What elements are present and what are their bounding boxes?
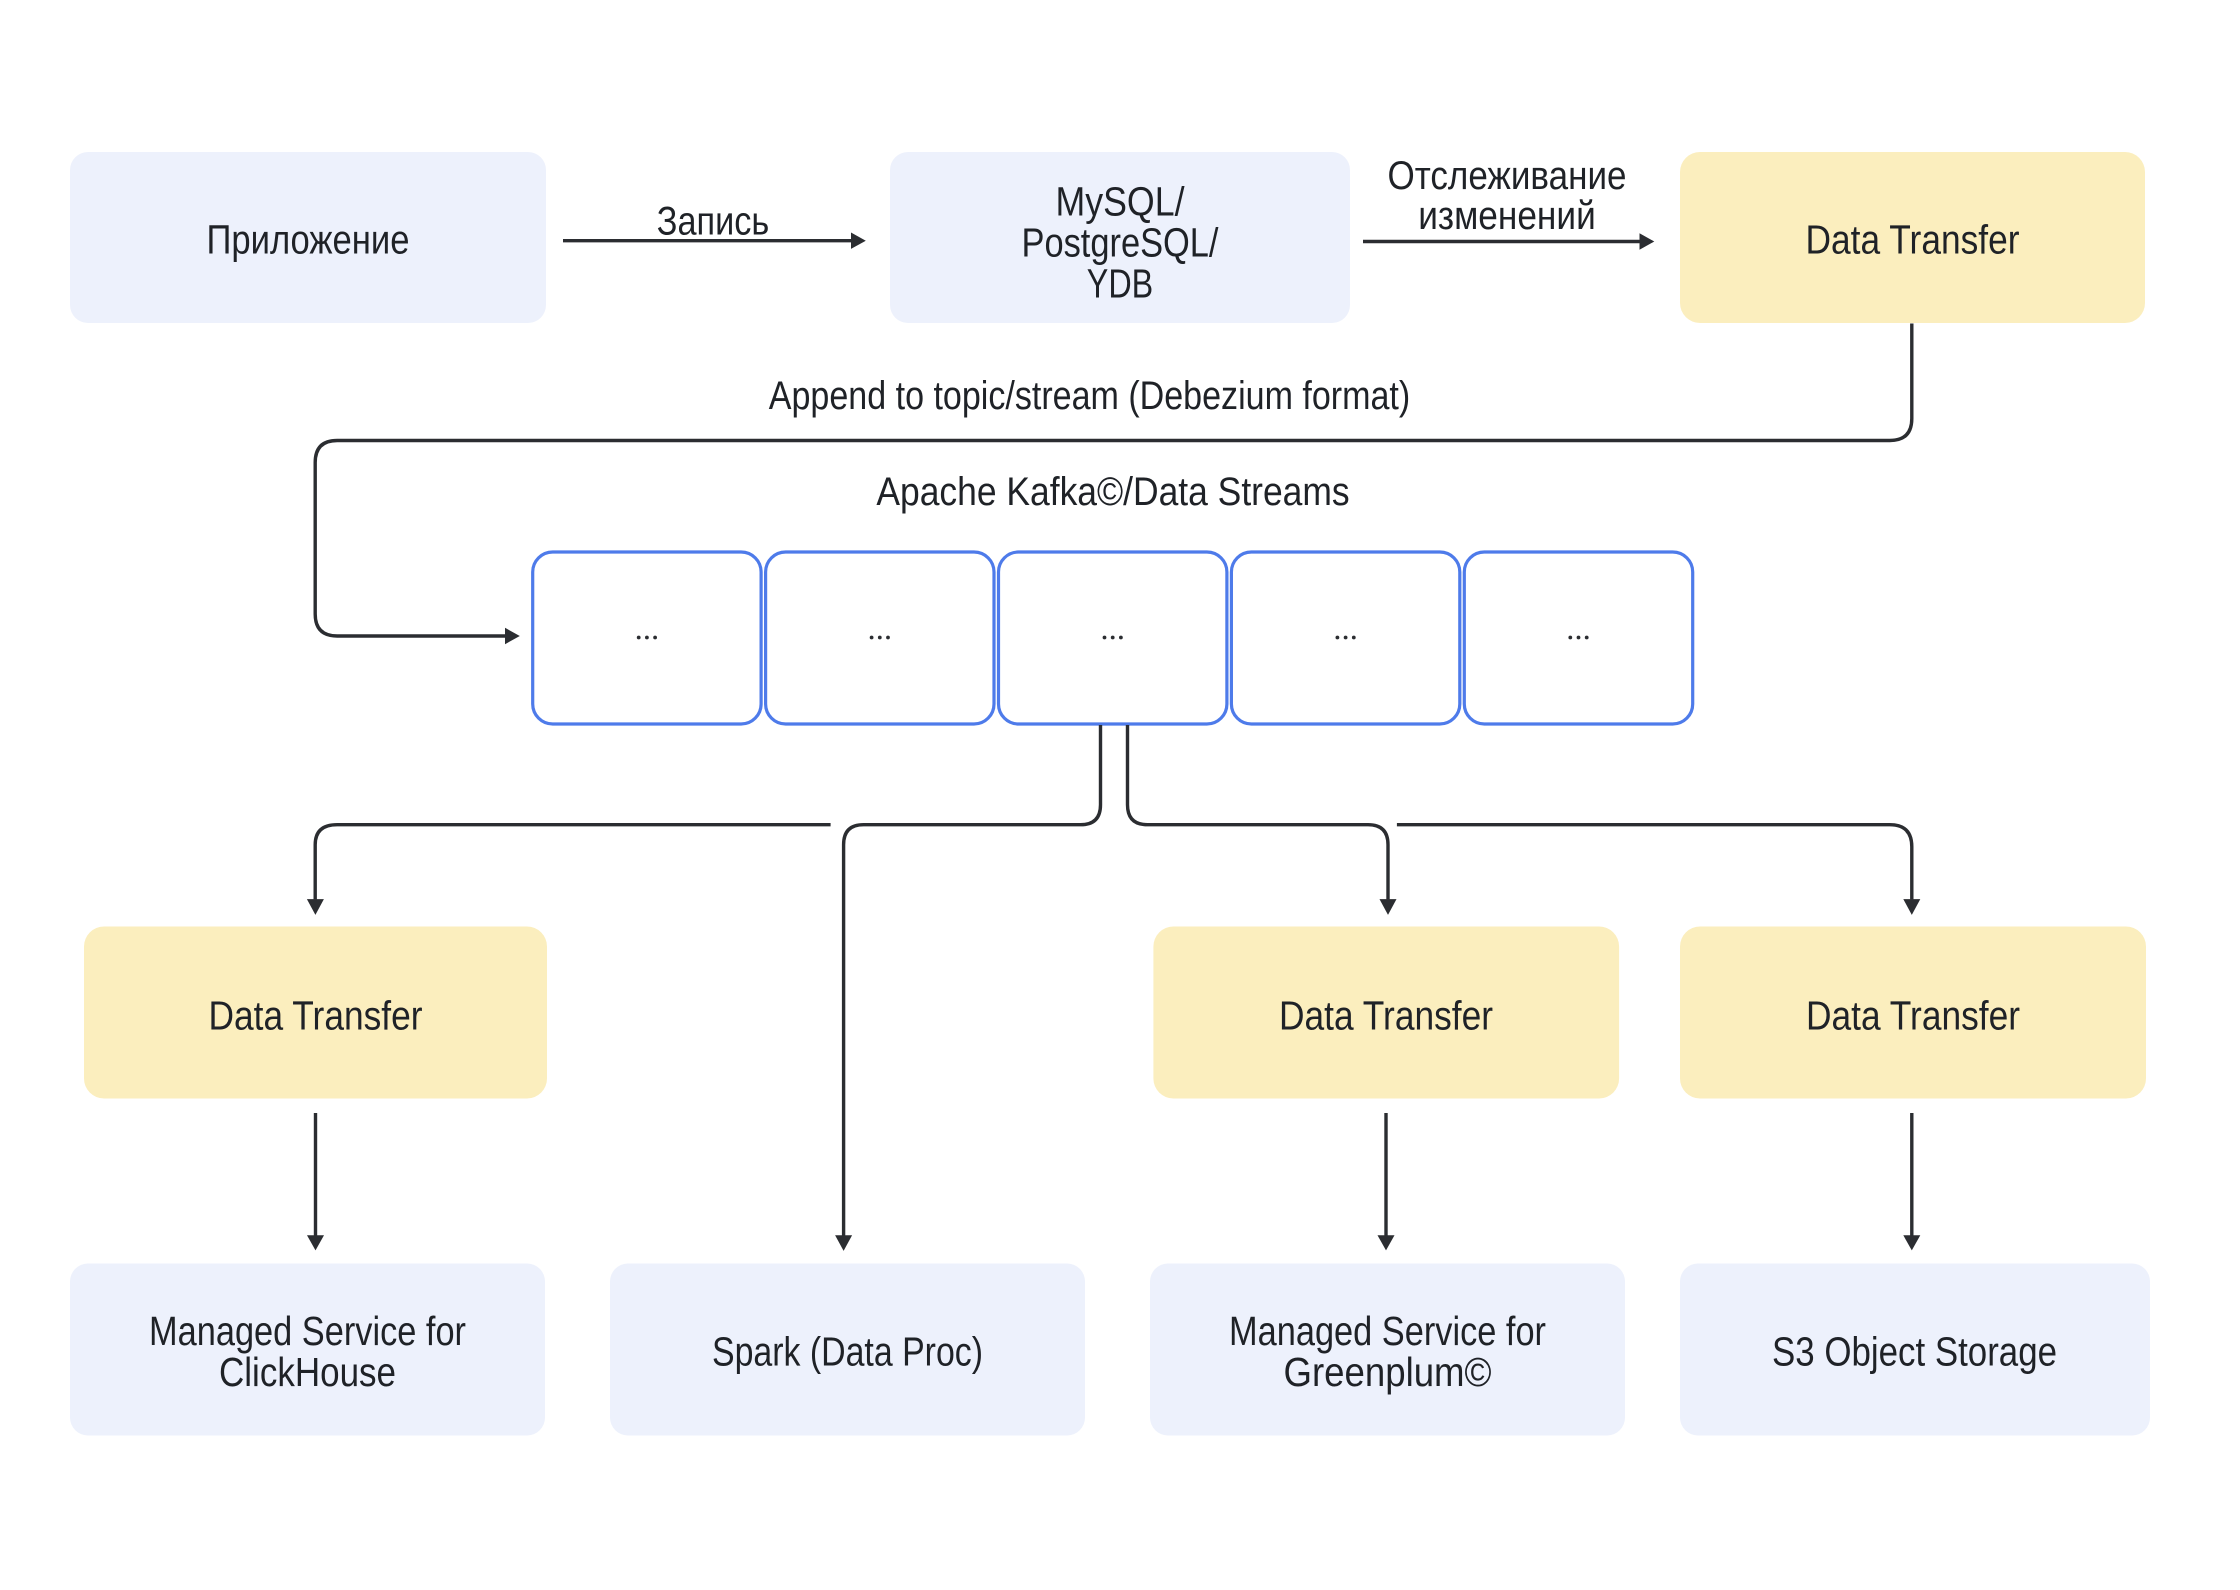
svg-text:ClickHouse: ClickHouse [219, 1349, 396, 1395]
svg-text:Spark (Data Proc): Spark (Data Proc) [712, 1329, 983, 1375]
svg-text:S3 Object Storage: S3 Object Storage [1772, 1329, 2057, 1375]
svg-text:Отслеживание: Отслеживание [1388, 154, 1627, 198]
svg-text:Data Transfer: Data Transfer [1279, 993, 1493, 1039]
svg-text:Data Transfer: Data Transfer [1806, 217, 2020, 263]
svg-text:Managed Service for: Managed Service for [1229, 1308, 1546, 1354]
svg-text:Managed Service for: Managed Service for [149, 1308, 466, 1354]
svg-text:Append to topic/stream (Debezi: Append to topic/stream (Debezium format) [769, 374, 1410, 418]
svg-text:Greenplum©: Greenplum© [1284, 1349, 1492, 1395]
svg-text:PostgreSQL/: PostgreSQL/ [1022, 219, 1220, 265]
svg-text:Apache Kafka©/Data Streams: Apache Kafka©/Data Streams [876, 470, 1349, 514]
svg-text:YDB: YDB [1087, 260, 1153, 306]
svg-text:Приложение: Приложение [207, 217, 410, 263]
svg-text:Запись: Запись [657, 200, 770, 244]
svg-text:изменений: изменений [1418, 194, 1596, 238]
svg-text:Data Transfer: Data Transfer [209, 993, 423, 1039]
svg-text:Data Transfer: Data Transfer [1806, 993, 2020, 1039]
svg-text:MySQL/: MySQL/ [1056, 178, 1186, 224]
